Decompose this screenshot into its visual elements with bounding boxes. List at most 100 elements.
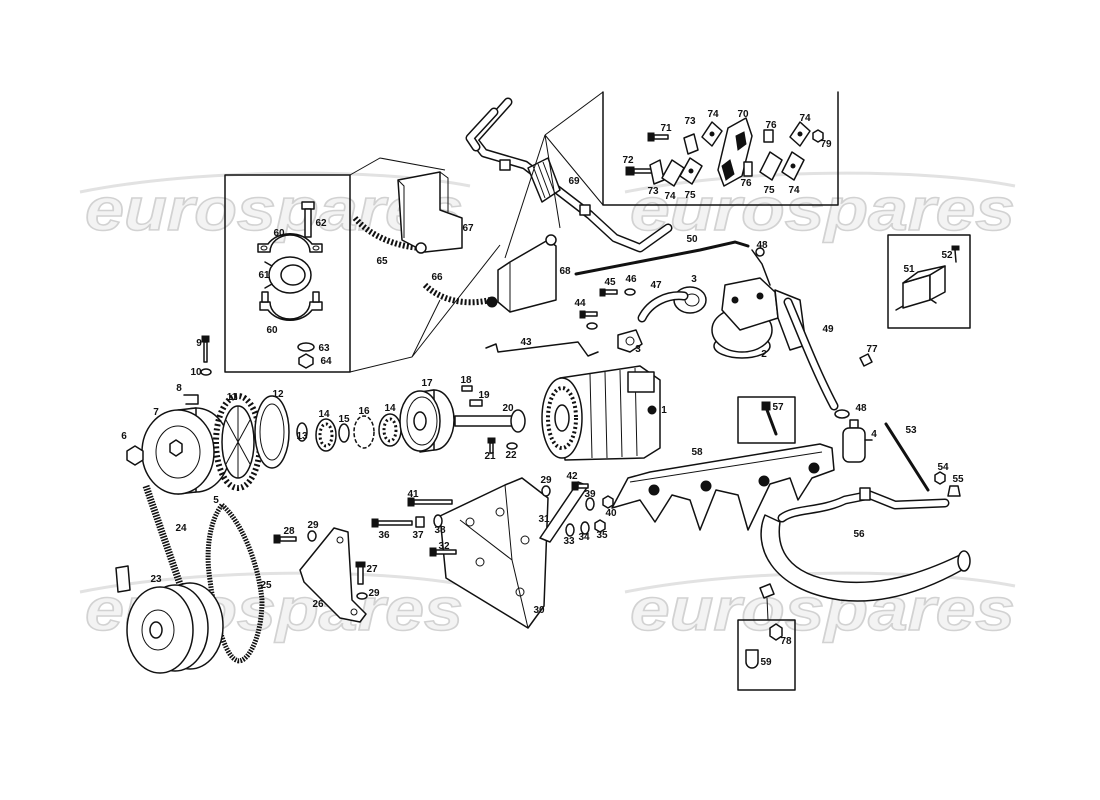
clip <box>183 394 199 405</box>
washer <box>307 530 317 542</box>
bolt-shank <box>584 311 598 317</box>
woodruff-key <box>469 399 483 407</box>
bolt-shank <box>304 208 312 238</box>
part-number-label: 66 <box>431 272 443 283</box>
bracket-hole <box>515 587 525 597</box>
part-number-label: 29 <box>368 588 380 599</box>
part-number-label: 34 <box>578 532 590 543</box>
adjuster-bracket <box>299 527 367 623</box>
mount-pad <box>661 159 685 187</box>
hex-nut <box>594 519 606 533</box>
bearing-race <box>382 417 398 443</box>
part-number-label: 77 <box>866 344 878 355</box>
part-number-label: 48 <box>855 403 867 414</box>
bolt-shank <box>604 289 618 295</box>
part-number-label: 15 <box>338 414 350 425</box>
part-number-label: 36 <box>378 530 390 541</box>
bolt-head <box>761 401 771 411</box>
part-number-label: 42 <box>566 471 578 482</box>
inset-relay <box>887 234 971 329</box>
part-number-label: 6 <box>121 431 127 442</box>
part-number-label: 20 <box>502 403 514 414</box>
pipe-clip <box>499 159 511 171</box>
part-number-label: 50 <box>686 234 698 245</box>
exhaust-group <box>611 443 971 602</box>
part-number-label: 65 <box>376 256 388 267</box>
canister-lower-fitting <box>486 296 498 308</box>
part-number-label: 35 <box>596 530 608 541</box>
circlip <box>353 415 375 449</box>
part-number-label: 13 <box>296 431 308 442</box>
pump-nut <box>731 296 739 304</box>
bearing-race <box>318 422 334 448</box>
mount-pad-hole <box>709 131 715 137</box>
canister-upper <box>397 171 463 253</box>
bracket-hole <box>336 536 344 544</box>
part-number-label: 3 <box>691 274 697 285</box>
part-number-label: 74 <box>664 191 676 202</box>
stud <box>884 422 930 492</box>
inset-frame <box>887 234 971 329</box>
elbow-pipe-inner <box>639 292 687 321</box>
bolt-shank <box>435 549 457 555</box>
part-number-label: 38 <box>434 525 446 536</box>
part-number-label: 17 <box>421 378 433 389</box>
bearing <box>378 413 402 447</box>
bolt-head <box>571 481 579 491</box>
belt-guard-plate <box>115 565 131 593</box>
fuel-hose-inner <box>785 299 837 409</box>
alternator-vents <box>546 386 578 450</box>
mount-pad <box>759 151 783 181</box>
part-number-label: 74 <box>707 109 719 120</box>
spacer-ring <box>338 423 350 443</box>
part-number-label: 29 <box>540 475 552 486</box>
clamp-upper-hole <box>260 245 268 251</box>
rubber-bush-flange <box>264 261 273 289</box>
alternator-fins <box>589 367 638 459</box>
screw-head <box>951 245 960 251</box>
alternator <box>541 365 661 461</box>
relay-side <box>929 265 946 301</box>
alternator-terminal-box <box>627 371 655 393</box>
pipe-loop-inner <box>467 109 497 150</box>
part-number-label: 11 <box>227 392 238 403</box>
part-number-label: 69 <box>568 176 580 187</box>
fan-spokes <box>225 406 251 478</box>
bolt-head <box>429 547 437 557</box>
watermark-swoosh <box>79 571 471 594</box>
bolt-shank <box>357 565 364 585</box>
bolt-head <box>201 335 210 343</box>
washer <box>580 521 590 535</box>
canister-lower-cap <box>545 234 557 246</box>
part-number-label: 8 <box>176 383 182 394</box>
hex-nut <box>602 495 614 509</box>
washer <box>585 497 595 511</box>
part-number-label: 21 <box>484 451 496 462</box>
alternator-bracket <box>439 477 549 629</box>
rod-link <box>751 249 771 286</box>
bolt-shank <box>413 499 453 505</box>
inset-frame <box>602 91 839 206</box>
washer <box>506 442 518 450</box>
part-number-label: 22 <box>505 450 517 461</box>
part-number-label: 24 <box>175 523 187 534</box>
hex-nut <box>298 353 314 369</box>
part-number-label: 14 <box>384 403 396 414</box>
part-number-label: 56 <box>853 529 865 540</box>
mount-plate <box>683 133 699 155</box>
part-number-label: 60 <box>266 325 278 336</box>
part-number-label: 39 <box>584 489 596 500</box>
washer <box>624 288 636 296</box>
clamp-upper-hole <box>312 245 320 251</box>
part-number-label: 43 <box>520 337 532 348</box>
rubber-block-face <box>721 159 735 181</box>
pulley-assembly <box>126 335 526 495</box>
support-bracket <box>485 341 599 357</box>
filter-neck <box>849 419 859 429</box>
part-number-label: 76 <box>765 120 777 131</box>
inset-frame <box>737 619 796 691</box>
part-number-label: 70 <box>737 109 749 120</box>
mount-pad-hole <box>790 163 796 169</box>
relay-bracket <box>895 298 937 311</box>
